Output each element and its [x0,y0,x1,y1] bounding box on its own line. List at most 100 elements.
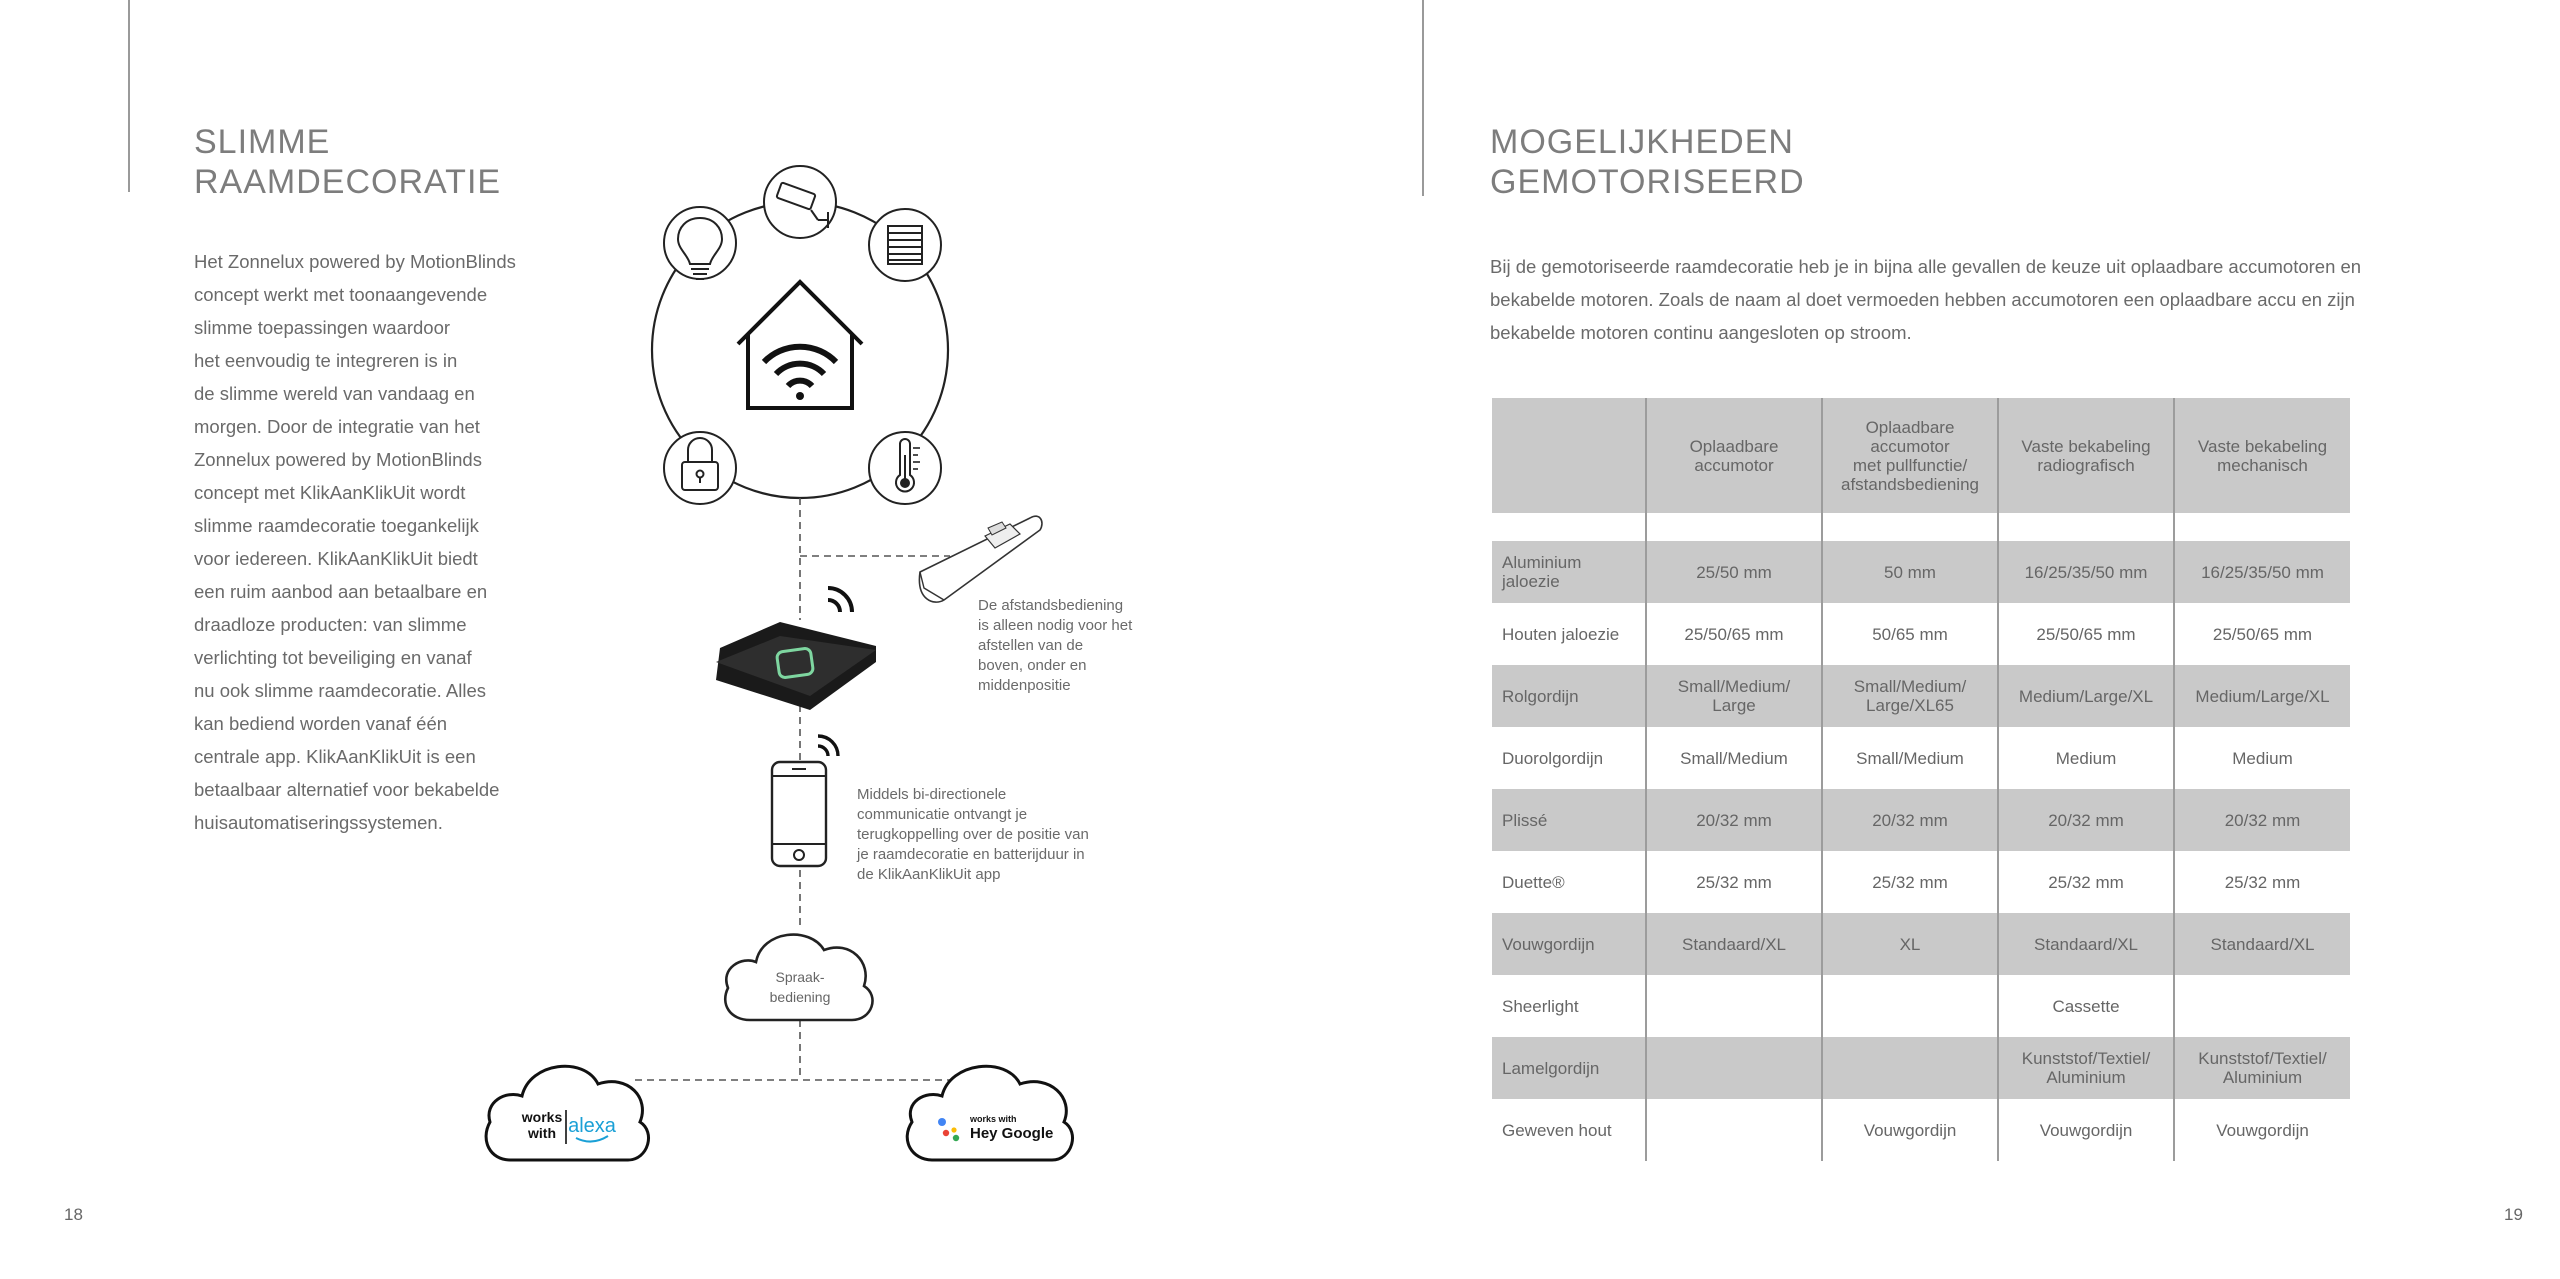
cell-text: Aluminium [2222,1068,2303,1087]
table-cell: Small/Medium [1821,727,1998,789]
row-label: Duette® [1492,851,1646,913]
cell-text: Sheerlight [1502,996,1579,1016]
cell-text: 50 mm [1884,562,1936,582]
table-cell [1821,1037,1998,1099]
svg-text:Hey Google: Hey Google [970,1125,1053,1142]
cell-text: Geweven hout [1502,1120,1612,1140]
spacer-cell [1821,513,1998,541]
table-cell: 20/32 mm [2173,789,2350,851]
row-label: Vouwgordijn [1492,913,1646,975]
table-cell: Kunststof/Textiel/Aluminium [2173,1037,2350,1099]
cloud-icon [905,1064,1074,1162]
cell-text: 50/65 mm [1872,624,1948,644]
cell-text: Large/XL65 [1866,696,1954,715]
heading-line: RAAMDECORATIE [194,163,502,201]
table-cell: 20/32 mm [1997,789,2174,851]
spacer-cell [1645,513,1822,541]
cell-text: Standaard/XL [2210,934,2315,954]
heading-line: MOGELIJKHEDEN [1490,123,1794,161]
cell-text: Vouwgordijn [2039,1120,2133,1140]
cell-text: Oplaadbare [1689,436,1779,456]
paragraph-line: de slimme wereld van vandaag en [194,383,475,404]
svg-text:works with: works with [969,1114,1017,1124]
paragraph-line: betaalbaar alternatief voor bekabelde [194,779,500,800]
connector-lines [635,498,990,1081]
paragraph-line: morgen. Door de integratie van het [194,416,480,437]
cell-text: Vaste bekabeling [2197,436,2328,456]
cloud-icon [484,1064,650,1162]
table-cell: 25/32 mm [1997,851,2174,913]
lightbulb-icon [663,206,737,280]
voice-cloud-label: Spraak- [775,969,824,985]
svg-text:works: works [521,1109,563,1125]
cell-text: 25/32 mm [2224,872,2301,892]
google-badge-logo: works with Hey Google [938,1114,1053,1142]
paragraph-line: concept met KlikAanKlikUit wordt [194,482,466,503]
table-cell: Vouwgordijn [1997,1099,2174,1161]
heading-line: GEMOTORISEERD [1490,163,1805,201]
table-cell: 25/50/65 mm [1645,603,1822,665]
table-cell: 25/32 mm [2173,851,2350,913]
cell-text: Houten jaloezie [1502,624,1620,644]
row-label: Geweven hout [1492,1099,1646,1161]
phone-note-line: Middels bi-directionele [857,786,1007,803]
paragraph-line: nu ook slimme raamdecoratie. Alles [194,680,487,701]
remote-note-line: is alleen nodig voor het [978,617,1133,634]
cell-text: Aluminium [1502,553,1582,572]
table-cell: Kunststof/Textiel/Aluminium [1997,1037,2174,1099]
cell-text: Lamelgordijn [1502,1058,1600,1078]
table-cell: Standaard/XL [2173,913,2350,975]
table-cell [2173,975,2350,1037]
cell-text: 20/32 mm [1696,810,1772,830]
cell-text: Medium [2055,748,2117,768]
table-cell: 16/25/35/50 mm [1997,541,2174,603]
paragraph-line: het eenvoudig te integreren is in [194,350,458,371]
paragraph-line: draadloze producten: van slimme [194,614,467,635]
remote-note-line: middenpositie [978,677,1071,694]
cell-text: Duette® [1502,872,1565,892]
left-page-heading: SLIMME RAAMDECORATIE [194,122,501,202]
remote-note-line: boven, onder en [978,657,1087,674]
spacer-cell [2173,513,2350,541]
table-cell: Small/Medium [1645,727,1822,789]
table-cell: Medium/Large/XL [2173,665,2350,727]
remote-control-icon [918,515,1043,603]
cell-text: accumotor [1694,455,1774,475]
phone-note-line: de KlikAanKlikUit app [857,866,1001,883]
cell-text: Standaard/XL [1682,934,1786,954]
cell-text: 16/25/35/50 mm [2024,562,2148,582]
table-cell [1645,1037,1822,1099]
intro-line: Bij de gemotoriseerde raamdecoratie heb … [1490,256,2362,277]
cell-text: 20/32 mm [2224,810,2301,830]
cell-text: Kunststof/Textiel/ [2198,1049,2327,1068]
house-wifi-icon [736,279,864,410]
paragraph-line: slimme raamdecoratie toegankelijk [194,515,479,536]
cell-text: Small/Medium [1856,748,1964,768]
row-label: Houten jaloezie [1492,603,1646,665]
voice-cloud-label: bediening [770,989,831,1005]
row-label: Sheerlight [1492,975,1646,1037]
cell-text: Aluminium [2046,1068,2126,1087]
cell-text: 25/32 mm [1696,872,1772,892]
row-label: Lamelgordijn [1492,1037,1646,1099]
cloud-icon [723,933,874,1022]
paragraph-line: centrale app. KlikAanKlikUit is een [194,746,476,767]
cell-text: 25/50 mm [1696,562,1772,582]
row-label: Duorolgordijn [1492,727,1646,789]
intro-line: bekabelde motoren continu aangesloten op… [1490,322,1912,343]
cell-text: Small/Medium [1680,748,1788,768]
blinds-icon [868,208,942,282]
cell-text: 20/32 mm [2048,810,2124,830]
svg-text:alexa: alexa [568,1115,617,1137]
cell-text: Kunststof/Textiel/ [2021,1049,2151,1068]
table-cell: Small/Medium/Large/XL65 [1821,665,1998,727]
